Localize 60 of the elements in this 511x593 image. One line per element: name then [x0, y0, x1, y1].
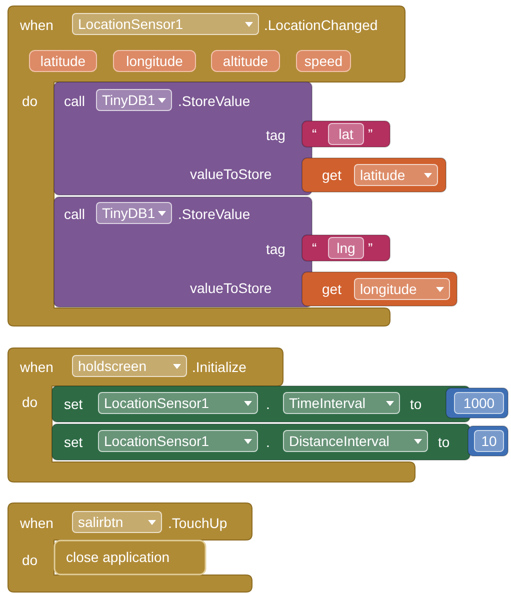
- dropdown-field: LocationSensor1: [72, 13, 259, 35]
- dropdown-field: longitude: [354, 278, 450, 300]
- dropdown-field: holdscreen: [72, 355, 187, 377]
- number-block: [468, 426, 508, 456]
- literal-value-field: lat: [328, 123, 364, 145]
- block-label: “: [312, 125, 317, 144]
- block-label: call: [64, 205, 86, 224]
- literal-value-field: 1000: [454, 392, 504, 414]
- block-label: “: [312, 239, 317, 258]
- block-label: valueToStore: [190, 165, 272, 184]
- block-label: do: [22, 92, 38, 111]
- block-label: .LocationChanged: [264, 16, 378, 35]
- text-block: [302, 121, 390, 147]
- block-label: tag: [266, 126, 286, 145]
- block-label: do: [22, 393, 38, 412]
- block-label: .Initialize: [192, 358, 246, 377]
- procedure-call-block: [54, 197, 312, 307]
- block-label: .StoreValue: [178, 92, 250, 111]
- dropdown-field: TinyDB1: [96, 89, 172, 111]
- dropdown-field: latitude: [354, 164, 438, 186]
- parameter-tag: longitude: [113, 50, 196, 72]
- literal-value-field: lng: [328, 237, 364, 259]
- command-block: [54, 540, 206, 575]
- block-label: .TouchUp: [168, 514, 228, 533]
- block-label: to: [438, 433, 450, 452]
- setter-block: [52, 424, 470, 460]
- literal-value-field: 10: [474, 430, 504, 452]
- block-label: do: [22, 551, 38, 570]
- parameter-tag: speed: [296, 50, 351, 72]
- event-block: [8, 503, 252, 592]
- block-label: .: [266, 433, 270, 452]
- block-label: when: [20, 16, 54, 35]
- number-block: [446, 388, 508, 418]
- block-label: .StoreValue: [178, 205, 250, 224]
- block-label: ”: [368, 125, 373, 144]
- block-label: when: [20, 358, 54, 377]
- dropdown-field: salirbtn: [72, 511, 162, 533]
- block-label: set: [64, 395, 83, 414]
- block-label: call: [64, 92, 86, 111]
- parameter-tag: altitude: [211, 50, 280, 72]
- block-label: ”: [368, 239, 373, 258]
- block-label: .: [266, 395, 270, 414]
- getter-block: [302, 272, 457, 306]
- dropdown-field: DistanceInterval: [283, 430, 428, 452]
- block-label: get: [322, 166, 342, 185]
- dropdown-field: TimeInterval: [283, 392, 400, 414]
- dropdown-field: TinyDB1: [96, 202, 172, 224]
- block-label: when: [20, 514, 54, 533]
- getter-block: [302, 158, 446, 192]
- block-label: to: [410, 395, 422, 414]
- dropdown-field: LocationSensor1: [98, 430, 258, 452]
- block-label: valueToStore: [190, 279, 272, 298]
- block-label: set: [64, 433, 83, 452]
- parameter-tag: latitude: [29, 50, 97, 72]
- procedure-call-block: [54, 82, 312, 195]
- block-label: get: [322, 280, 342, 299]
- block-label: tag: [266, 240, 286, 259]
- text-block: [302, 235, 390, 261]
- dropdown-field: LocationSensor1: [98, 392, 258, 414]
- block-label: close application: [66, 548, 170, 567]
